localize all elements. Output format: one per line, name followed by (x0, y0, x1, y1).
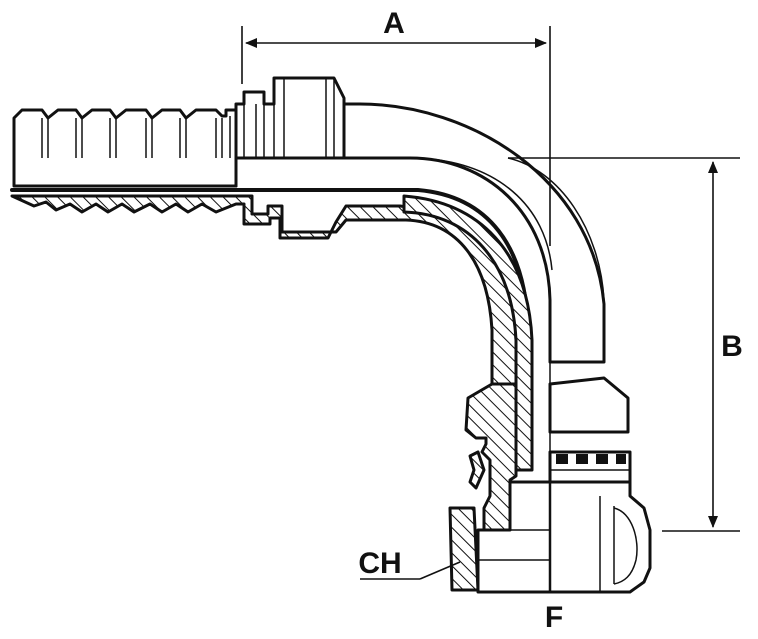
leader-ch (360, 561, 461, 580)
label-dimension-a: A (383, 7, 405, 40)
section-insert (10, 188, 534, 472)
label-dimension-b: B (721, 330, 743, 363)
swivel-nut (476, 362, 652, 594)
hose-tail (12, 108, 238, 188)
elbow-tube-outer (342, 102, 606, 364)
label-f: F (545, 601, 563, 634)
lower-socket-section (448, 382, 518, 592)
collar (234, 76, 346, 188)
label-ch: CH (358, 547, 401, 580)
dimension-b (508, 157, 740, 532)
dimension-a (241, 26, 551, 246)
